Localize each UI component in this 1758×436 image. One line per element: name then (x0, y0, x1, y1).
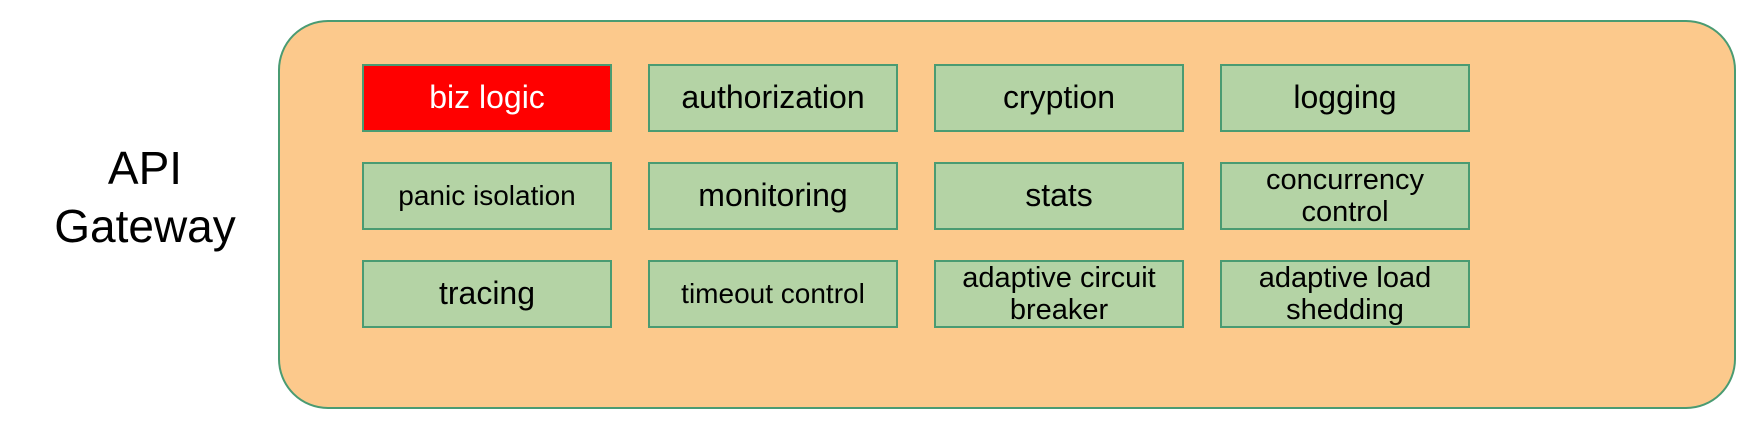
component-row-2: panic isolation monitoring stats concurr… (362, 162, 1654, 230)
component-cell-label: cryption (1002, 79, 1116, 116)
component-cell-label: biz logic (429, 79, 545, 116)
api-gateway-container: biz logic authorization cryption logging… (278, 20, 1736, 409)
component-cell-label: tracing (438, 275, 536, 312)
component-row-1: biz logic authorization cryption logging (362, 64, 1654, 132)
component-cell-label: timeout control (681, 278, 865, 310)
component-cell-adaptive-circuit-breaker[interactable]: adaptive circuit breaker (934, 260, 1184, 328)
component-cell-label: panic isolation (398, 180, 576, 212)
component-cell-timeout-control[interactable]: timeout control (648, 260, 898, 328)
component-cell-label: authorization (681, 79, 865, 116)
component-cell-monitoring[interactable]: monitoring (648, 162, 898, 230)
component-cell-biz-logic[interactable]: biz logic (362, 64, 612, 132)
component-cell-logging[interactable]: logging (1220, 64, 1470, 132)
component-cell-stats[interactable]: stats (934, 162, 1184, 230)
component-row-3: tracing timeout control adaptive circuit… (362, 260, 1654, 328)
diagram-side-label: API Gateway (54, 142, 236, 252)
component-cell-label: logging (1293, 79, 1397, 116)
component-grid: biz logic authorization cryption logging… (362, 64, 1654, 328)
component-cell-panic-isolation[interactable]: panic isolation (362, 162, 612, 230)
component-cell-cryption[interactable]: cryption (934, 64, 1184, 132)
component-cell-label: stats (1025, 177, 1093, 214)
component-cell-concurrency-control[interactable]: concurrency control (1220, 162, 1470, 230)
component-cell-label: concurrency control (1266, 163, 1424, 228)
component-cell-label: adaptive load shedding (1258, 261, 1432, 326)
component-cell-label: monitoring (698, 177, 848, 214)
component-cell-label: adaptive circuit breaker (962, 261, 1156, 326)
component-cell-tracing[interactable]: tracing (362, 260, 612, 328)
component-cell-authorization[interactable]: authorization (648, 64, 898, 132)
component-cell-adaptive-load-shedding[interactable]: adaptive load shedding (1220, 260, 1470, 328)
